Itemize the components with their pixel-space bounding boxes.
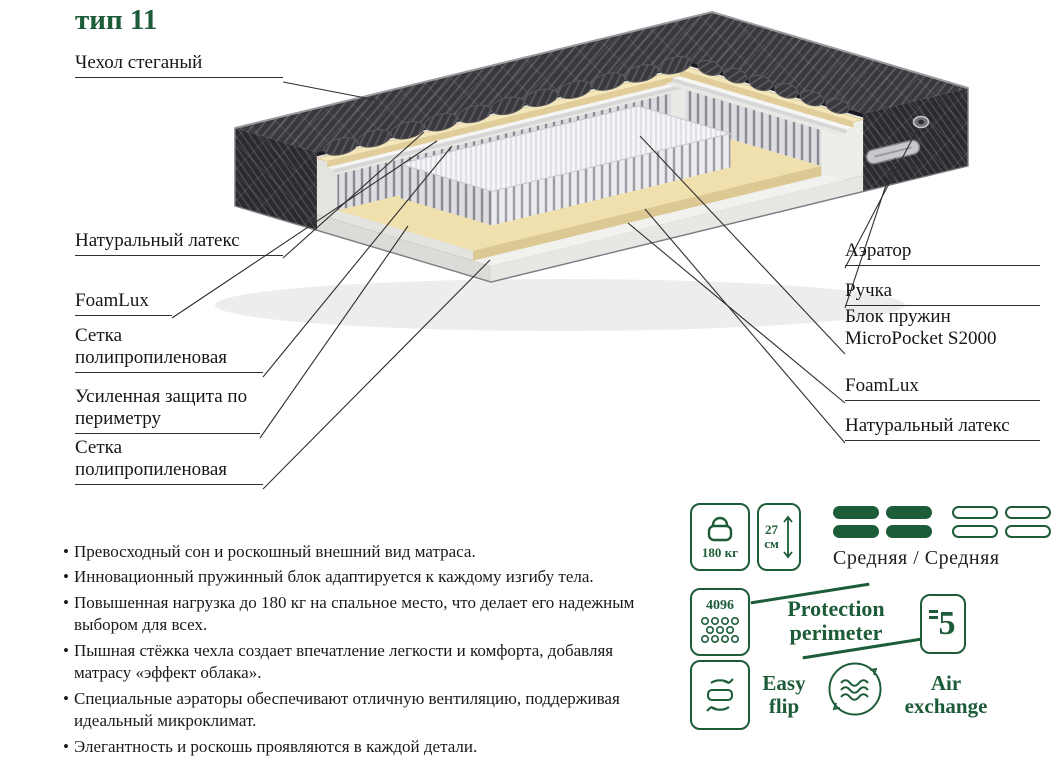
label-mesh-top: Сетка полипропиленовая bbox=[75, 325, 263, 373]
spring-block bbox=[397, 105, 733, 226]
infographic: тип 11 Чехол стеганый Натуральный латекс… bbox=[0, 0, 1055, 740]
label-mesh-bottom-text: Сетка полипропиленовая bbox=[75, 437, 228, 480]
firmness-pill-outline bbox=[1005, 506, 1051, 519]
label-spring-block-text: Блок пружин MicroPocket S2000 bbox=[845, 306, 997, 349]
easy-flip-text-2: flip bbox=[768, 694, 800, 718]
easy-flip-text-1: Easy bbox=[762, 671, 806, 695]
height-value: 27 см bbox=[764, 523, 779, 551]
feature-item: Элегантность и роскошь проявляются в каж… bbox=[63, 736, 648, 759]
page-title: тип 11 bbox=[75, 4, 158, 36]
label-latex-bottom: Натуральный латекс bbox=[845, 415, 1040, 441]
firmness-pill-filled bbox=[833, 525, 879, 538]
air-exchange-text-1: Air bbox=[930, 671, 962, 695]
firmness-pill-outline bbox=[952, 506, 998, 519]
firmness-pill-filled bbox=[886, 525, 932, 538]
label-foamlux-bottom: FoamLux bbox=[845, 375, 1040, 401]
air-exchange-label: Air exchange bbox=[888, 672, 1004, 718]
height-arrow-icon bbox=[783, 515, 793, 559]
feature-item: Инновационный пружинный блок адаптируетс… bbox=[63, 566, 648, 589]
label-latex-top: Натуральный латекс bbox=[75, 230, 283, 256]
label-aerator-text: Аэратор bbox=[845, 240, 912, 261]
flip-arrows-icon bbox=[706, 678, 734, 712]
leader-lines bbox=[171, 81, 919, 490]
air-waves-icon bbox=[828, 662, 882, 716]
ground-shadow bbox=[215, 279, 905, 331]
label-mesh-top-text: Сетка полипропиленовая bbox=[75, 325, 228, 368]
max-weight-value: 180 кг bbox=[701, 544, 739, 560]
air-exchange-text-2: exchange bbox=[904, 694, 988, 718]
easy-flip-label: Easy flip bbox=[752, 672, 816, 718]
firmness-pill-outline bbox=[952, 525, 998, 538]
label-foamlux-top: FoamLux bbox=[75, 290, 172, 316]
label-foamlux-bottom-text: FoamLux bbox=[845, 375, 919, 396]
feature-item: Превосходный сон и роскошный внешний вид… bbox=[63, 541, 648, 564]
spring-count-badge: 4096 bbox=[690, 588, 750, 656]
warranty-marks bbox=[929, 610, 938, 613]
height-badge: 27 см bbox=[757, 503, 801, 571]
firmness-pill-outline bbox=[1005, 525, 1051, 538]
height-number: 27 bbox=[765, 522, 778, 537]
label-perimeter-protection-text: Усиленная защита по периметру bbox=[75, 386, 248, 429]
label-cover: Чехол стеганый bbox=[75, 52, 283, 78]
firmness-indicator: Средняя / Средняя bbox=[833, 506, 1051, 570]
label-latex-top-text: Натуральный латекс bbox=[75, 230, 240, 251]
aerator bbox=[912, 115, 930, 129]
label-aerator: Аэратор bbox=[845, 240, 1040, 266]
protection-perimeter-badge: Protection perimeter bbox=[750, 582, 922, 659]
feature-item: Специальные аэраторы обеспечивают отличн… bbox=[63, 688, 648, 733]
label-cover-text: Чехол стеганый bbox=[75, 52, 203, 73]
easy-flip-badge bbox=[690, 660, 750, 730]
kettlebell-icon bbox=[707, 516, 733, 541]
spring-dots-icon bbox=[700, 616, 739, 643]
warranty-value: 5 bbox=[938, 605, 956, 642]
feature-item: Повышенная нагрузка до 180 кг на спально… bbox=[63, 592, 648, 637]
label-spring-block: Блок пружин MicroPocket S2000 bbox=[845, 306, 1040, 353]
protection-text-2: perimeter bbox=[789, 620, 883, 645]
air-exchange-icon-wrap bbox=[826, 660, 884, 723]
spring-count-value: 4096 bbox=[706, 598, 734, 613]
label-mesh-bottom: Сетка полипропиленовая bbox=[75, 437, 263, 485]
cutaway bbox=[315, 56, 865, 282]
protection-text-1: Protection bbox=[787, 596, 885, 621]
feature-list: Превосходный сон и роскошный внешний вид… bbox=[63, 541, 648, 761]
firmness-pill-filled bbox=[886, 506, 932, 519]
warranty-5-icon: 5 bbox=[920, 594, 966, 654]
label-handle: Ручка bbox=[845, 280, 1040, 306]
label-perimeter-protection: Усиленная защита по периметру bbox=[75, 386, 260, 434]
max-weight-badge: 180 кг bbox=[690, 503, 750, 571]
height-unit: см bbox=[764, 536, 779, 551]
feature-item: Пышная стёжка чехла создает впечатление … bbox=[63, 640, 648, 685]
quilt-roll-edge bbox=[323, 56, 850, 156]
firmness-pill-filled bbox=[833, 506, 879, 519]
label-foamlux-top-text: FoamLux bbox=[75, 290, 149, 311]
mattress-illustration bbox=[171, 10, 969, 490]
firmness-label: Средняя / Средняя bbox=[833, 547, 1000, 569]
label-handle-text: Ручка bbox=[845, 280, 892, 301]
label-latex-bottom-text: Натуральный латекс bbox=[845, 415, 1010, 436]
firmness-pills bbox=[833, 506, 1051, 538]
